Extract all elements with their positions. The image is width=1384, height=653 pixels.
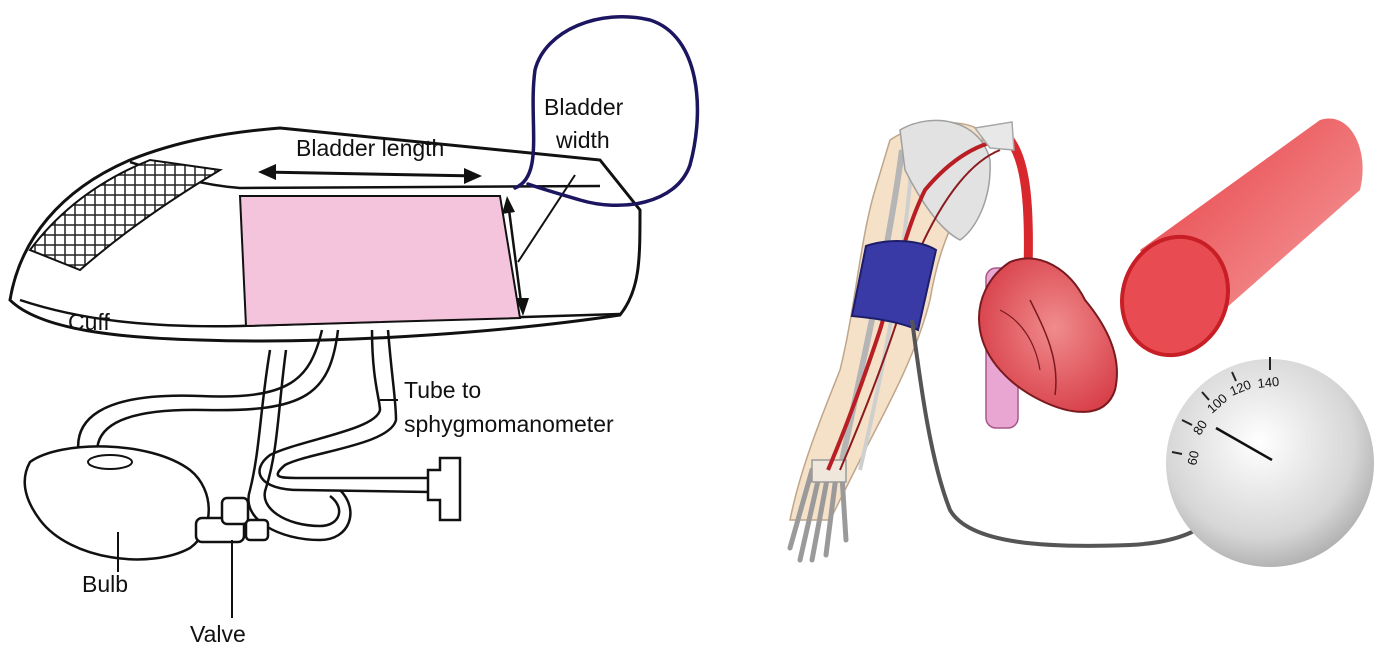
cuff-diagram: Bladder length Bladder width Cuff Tube t… [10, 17, 697, 647]
circulation-diagram: 60 80 100 120 140 [790, 118, 1374, 567]
pressure-gauge: 60 80 100 120 140 [1166, 357, 1374, 567]
bulb-label: Bulb [82, 571, 128, 597]
gauge-tick-140: 140 [1257, 374, 1280, 391]
bladder-length-label: Bladder length [296, 135, 444, 161]
cuff-label: Cuff [68, 309, 110, 335]
bulb [25, 446, 209, 559]
tube-label-2: sphygmomanometer [404, 411, 614, 437]
bladder-width-label-2: width [555, 127, 610, 153]
connector [428, 458, 460, 520]
artery-cross-section [1106, 118, 1363, 370]
bladder [240, 196, 520, 326]
valve-label: Valve [190, 621, 246, 647]
tube-label-1: Tube to [404, 377, 481, 403]
bladder-width-label-1: Bladder [544, 94, 624, 120]
gauge-tick-60: 60 [1184, 449, 1202, 466]
